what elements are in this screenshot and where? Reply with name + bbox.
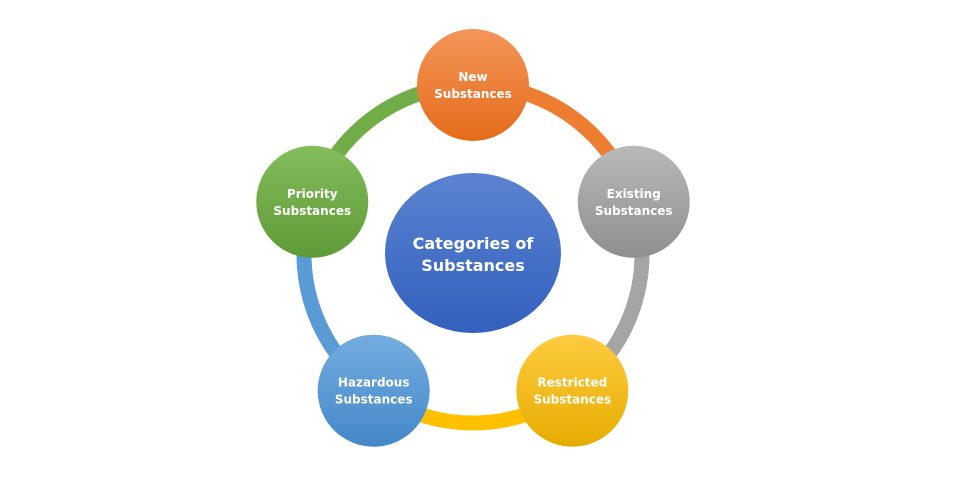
center-label-line1: Categories of (413, 234, 535, 253)
node-label-line2: Substances (273, 204, 351, 218)
node-circle-existing (577, 145, 690, 258)
node-label-line1: Restricted (537, 376, 607, 390)
center-ellipse (385, 173, 561, 333)
node-circle-priority (256, 145, 369, 258)
node-label-line1: New (458, 70, 487, 84)
node-label-line1: Priority (287, 187, 338, 201)
center-label-line2: Substances (421, 256, 525, 275)
node-label-line1: Existing (607, 187, 661, 201)
node-label-line2: Substances (595, 204, 673, 218)
node-label-line2: Substances (434, 87, 512, 101)
node-label-line2: Substances (335, 393, 413, 407)
center-node: Categories of Substances (385, 173, 561, 333)
node-circle-hazardous (317, 334, 430, 447)
node-circle-new (417, 29, 529, 141)
node-circle-restricted (516, 334, 629, 447)
node-label-line1: Hazardous (338, 376, 410, 390)
node-label-line2: Substances (533, 393, 611, 407)
